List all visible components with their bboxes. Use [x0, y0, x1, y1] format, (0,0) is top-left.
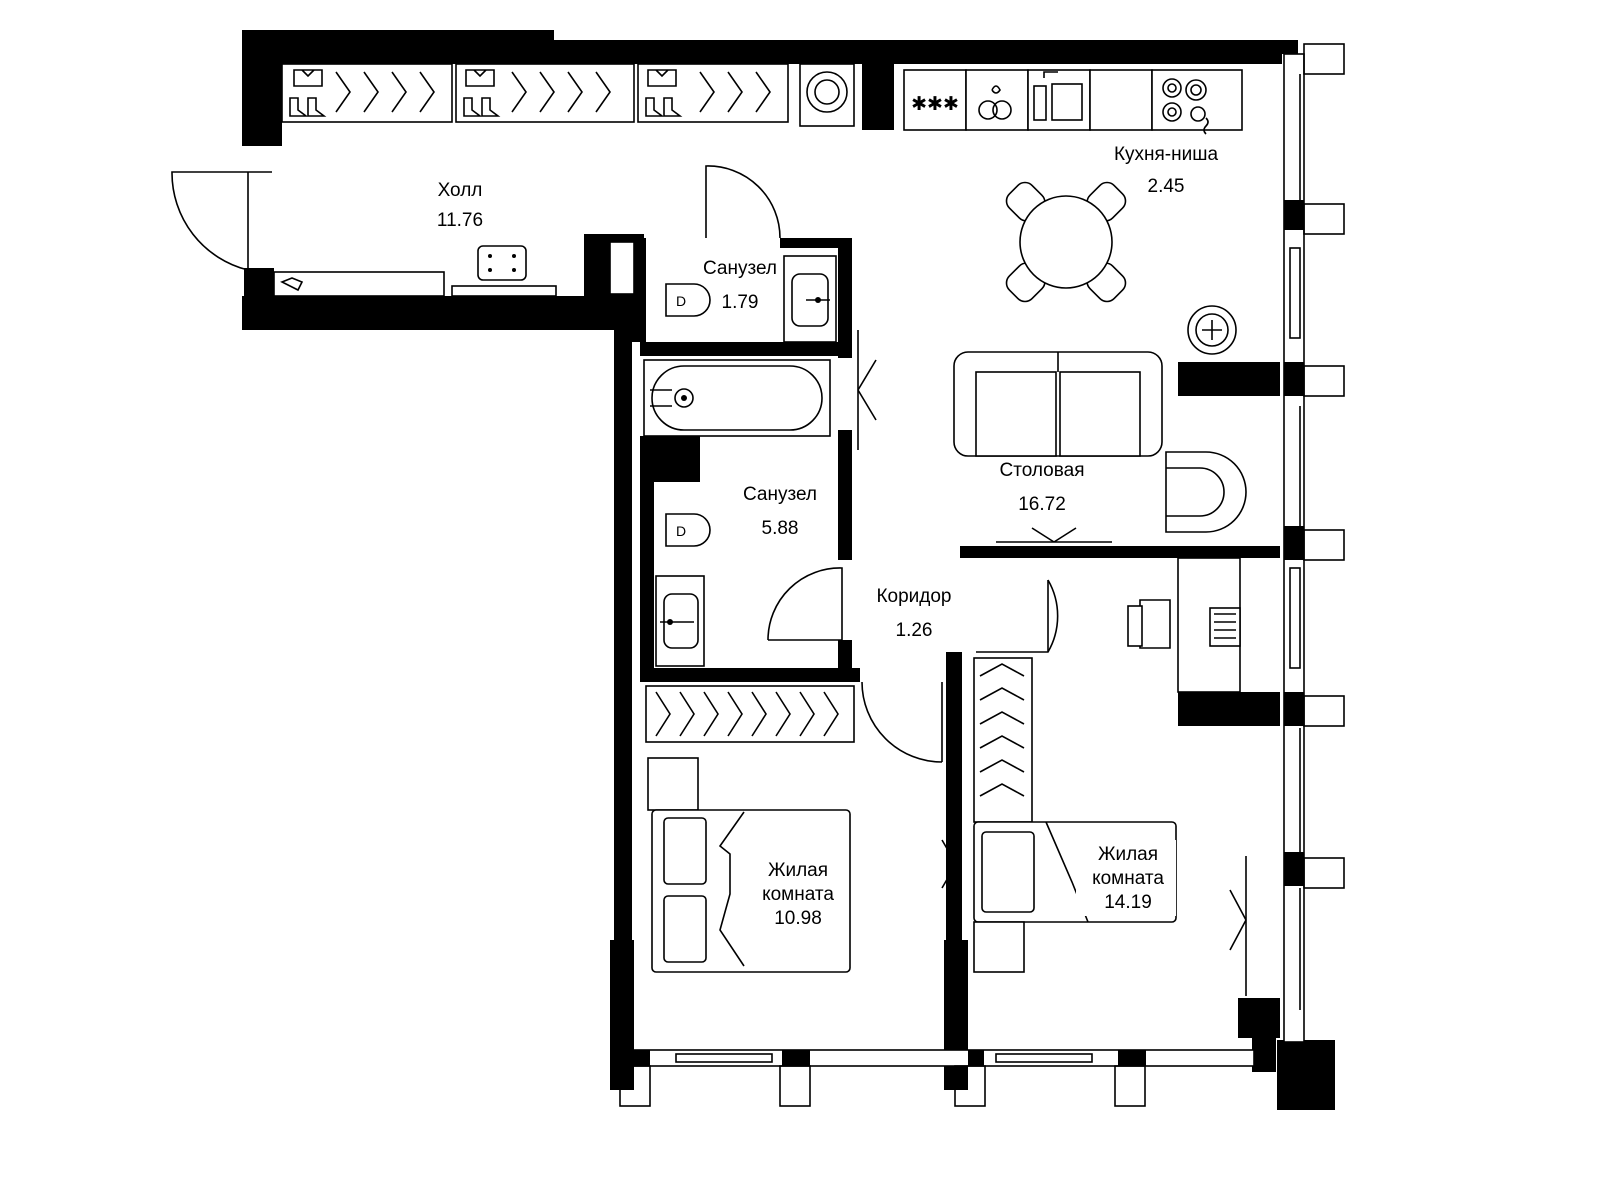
room-label-bedroom-2: Жилая комната 14.19 [1076, 840, 1176, 916]
room-name: Санузел [743, 484, 817, 505]
bedroom1-wardrobe [645, 685, 855, 743]
svg-text:D: D [676, 293, 686, 309]
room-name-line1: Жилая [1098, 844, 1158, 865]
room-name-line1: Жилая [768, 860, 828, 881]
right-wall-windows [1283, 43, 1345, 1043]
room-name-line2: комната [762, 884, 834, 905]
room-label-bath-large: Санузел 5.88 [743, 484, 817, 539]
room-area: 16.72 [1018, 494, 1066, 515]
room-area: 2.45 [1148, 176, 1185, 197]
large-bathroom-fixtures: D [655, 513, 711, 667]
exterior-walls [242, 30, 1335, 1110]
room-area: 5.88 [762, 518, 799, 539]
sofa-icon [953, 351, 1163, 457]
kitchen-sink-icon [1033, 71, 1083, 121]
washing-machine-icon [799, 63, 855, 127]
room-name: Столовая [1000, 460, 1085, 481]
doors [171, 165, 1247, 996]
room-label-bath-small: Санузел 1.79 [703, 258, 777, 313]
room-name: Холл [438, 180, 483, 201]
boiler-icon [1187, 305, 1237, 355]
hall-bench [273, 241, 635, 297]
dishwasher-icon [978, 85, 1012, 120]
armchair-icon [1165, 451, 1247, 533]
room-area: 1.26 [896, 620, 933, 641]
room-label-kitchen: Кухня-ниша 2.45 [1114, 144, 1219, 197]
room-label-bedroom-1: Жилая комната 10.98 [752, 856, 846, 932]
room-area: 11.76 [437, 210, 483, 231]
room-name: Кухня-ниша [1114, 144, 1219, 165]
room-area: 10.98 [774, 908, 822, 929]
room-label-dining: Столовая 16.72 [1000, 460, 1085, 515]
room-label-corridor: Коридор 1.26 [876, 586, 951, 641]
room-area: 1.79 [722, 292, 759, 313]
stove-icon: ✱✱✱ [911, 94, 959, 115]
dining-table-icon [1005, 181, 1127, 303]
svg-text:D: D [676, 523, 686, 539]
room-label-hall: Холл 11.76 [437, 180, 483, 231]
cooktop-icon [1162, 78, 1207, 122]
room-name: Санузел [703, 258, 777, 279]
room-area: 14.19 [1104, 892, 1152, 913]
hall-wardrobe [281, 63, 789, 123]
bathtub-icon [643, 359, 831, 437]
small-bathroom-fixtures: D [665, 255, 837, 343]
bottom-wall-windows [619, 1049, 1255, 1107]
room-name-line2: комната [1092, 868, 1164, 889]
room-name: Коридор [876, 586, 951, 607]
bedroom2-wardrobe [973, 657, 1033, 823]
desk-icon [1127, 557, 1241, 693]
kitchen-counter: ✱✱✱ [903, 69, 1243, 135]
